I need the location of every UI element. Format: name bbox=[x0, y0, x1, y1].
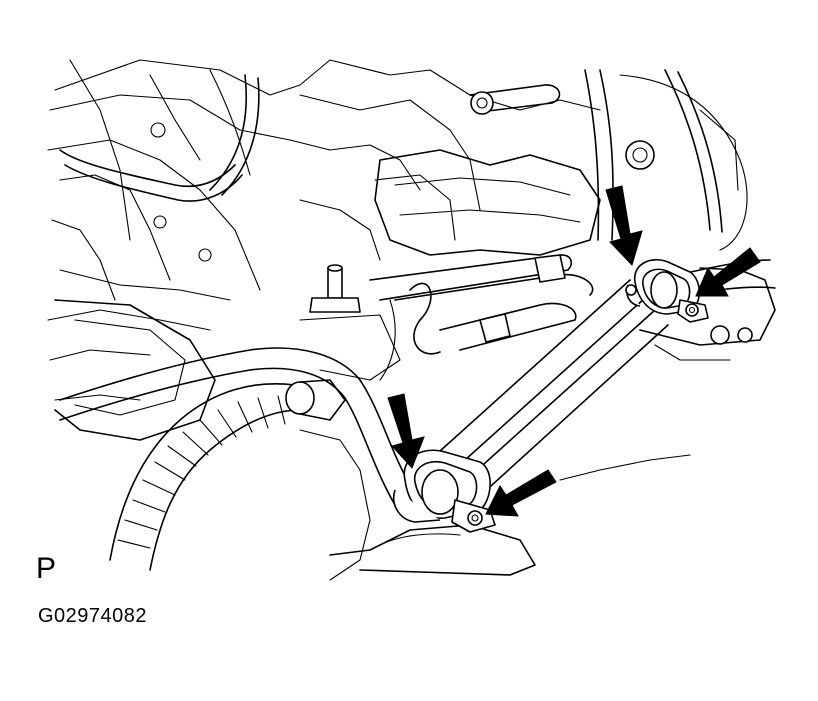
arrow-icon bbox=[605, 185, 643, 266]
figure-code: G02974082 bbox=[38, 605, 148, 627]
corrugated-hose bbox=[109, 379, 346, 571]
bushing-bracket-rear bbox=[625, 258, 709, 323]
arrow-icon bbox=[485, 469, 557, 517]
arrow-icon bbox=[695, 247, 761, 297]
engine-background bbox=[47, 59, 748, 441]
stabilizer-bar bbox=[59, 259, 776, 506]
view-letter: P bbox=[36, 552, 57, 585]
arrow-icon bbox=[387, 393, 425, 469]
bushing-bracket-front bbox=[393, 449, 496, 533]
